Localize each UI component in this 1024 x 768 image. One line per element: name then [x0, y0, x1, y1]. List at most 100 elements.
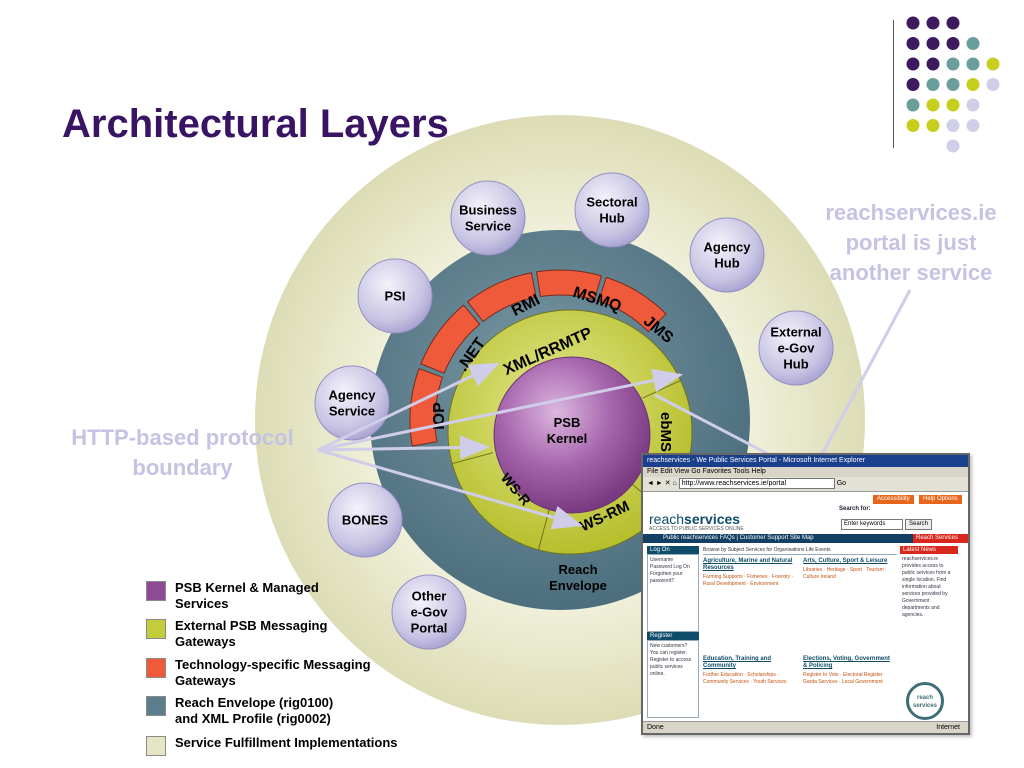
accessibility-button: Accessibility — [873, 495, 914, 504]
news-heading: Latest News — [900, 546, 958, 554]
help-options-button: Help Options — [919, 495, 962, 504]
search-input: Enter keywords — [841, 519, 903, 530]
decorative-dot — [906, 57, 920, 71]
decorative-dot — [926, 78, 940, 91]
service-bubble-psi-label: PSI — [385, 289, 406, 304]
protocol-arrow — [317, 368, 683, 452]
status-left: Done — [647, 724, 664, 731]
decorative-dot — [926, 98, 940, 112]
decorative-dot — [946, 78, 960, 91]
service-bubble-sectoral-hub — [574, 172, 650, 248]
legend-label: Service Fulfillment Implementations — [175, 735, 398, 750]
decorative-dot — [946, 119, 960, 132]
decorative-dot — [926, 57, 940, 71]
decorative-dot — [966, 57, 980, 71]
decorative-dot — [966, 37, 980, 50]
legend-swatch — [146, 619, 166, 639]
service-bubble-psi — [357, 258, 433, 334]
subject-col-1: Agriculture, Marine and Natural Resource… — [703, 558, 794, 587]
decorative-dot — [926, 16, 940, 30]
decorative-dot — [946, 98, 960, 112]
service-bubble-bones — [327, 482, 403, 558]
login-panel: Log On Username Password Log On Forgotte… — [647, 546, 699, 722]
go-button: Go — [836, 480, 847, 487]
callout-pointer — [816, 289, 912, 463]
decorative-dot — [946, 16, 960, 30]
decorative-dot — [966, 119, 980, 132]
browser-page: Accessibility Help Options reachservices… — [643, 492, 968, 722]
subject-columns: Browse by Subject Services for Organisat… — [703, 546, 897, 722]
register-heading: Register — [647, 632, 699, 640]
decorative-dot — [966, 78, 980, 91]
http-boundary-callout: HTTP-based protocol boundary — [71, 425, 294, 480]
legend-swatch — [146, 581, 166, 601]
service-bubble-agency-hub — [689, 217, 765, 293]
decorative-dot — [946, 37, 960, 50]
browser-screenshot: reachservices - We Public Services Porta… — [641, 453, 970, 735]
address-field: http://www.reachservices.ie/portal — [678, 477, 835, 489]
title-divider — [893, 20, 894, 148]
service-bubble-other-egov-portal — [391, 574, 467, 650]
decorative-dot-grid — [906, 16, 1000, 153]
decorative-dot — [906, 37, 920, 50]
browser-menu-bar: File Edit View Go Favorites Tools Help — [643, 467, 968, 477]
technology-segment — [597, 276, 667, 333]
site-tagline: ACCESS TO PUBLIC SERVICES ONLINE — [649, 526, 744, 532]
news-panel: Latest News reachservices.ie provides ac… — [900, 546, 958, 722]
decorative-dot — [946, 139, 960, 153]
back-icon: ◄ ► ✕ ⌂ — [647, 480, 677, 487]
decorative-dot — [966, 98, 980, 112]
search-label: Search for: — [839, 506, 871, 512]
decorative-dot — [906, 98, 920, 112]
decorative-dot — [986, 78, 1000, 91]
protocol-arrow — [317, 435, 490, 460]
protocol-arrows — [317, 362, 771, 530]
subject-tabs: Browse by Subject Services for Organisat… — [703, 546, 897, 555]
service-bubble-business-service — [450, 180, 526, 256]
service-bubble-agency-service — [314, 365, 390, 441]
browser-toolbar: ◄ ► ✕ ⌂ http://www.reachservices.ie/port… — [643, 477, 968, 492]
protocol-arrow — [317, 448, 583, 530]
status-bar: Done Internet — [643, 721, 968, 733]
search-button: Search — [905, 519, 933, 530]
status-right: Internet — [936, 724, 960, 731]
news-text: reachservices.ie provides access to publ… — [902, 556, 951, 618]
protocol-arrow — [317, 362, 500, 452]
site-logo: reachservices — [649, 511, 741, 527]
service-bubble-external-egov-hub — [758, 310, 834, 386]
decorative-dot — [906, 78, 920, 91]
login-heading: Log On — [647, 546, 699, 554]
site-nav-red: Reach Services — [913, 534, 968, 543]
decorative-dot — [926, 37, 940, 50]
decorative-dot — [926, 119, 940, 132]
technology-segment — [466, 272, 537, 323]
service-bubble-bones-label: BONES — [342, 513, 389, 528]
legend-swatch — [146, 658, 166, 678]
technology-segment — [535, 269, 602, 301]
browser-title-bar: reachservices - We Public Services Porta… — [643, 455, 968, 467]
legend-label: Reach Envelope (rig0100)and XML Profile … — [175, 695, 334, 726]
legend-swatch — [146, 696, 166, 716]
protocol-arrow — [654, 393, 771, 457]
gateway-label-ebms: ebMS — [657, 412, 674, 452]
decorative-dot — [986, 57, 1000, 71]
decorative-dot — [906, 16, 920, 30]
technology-segment — [420, 304, 481, 374]
decorative-dot — [906, 119, 920, 132]
slide-title: Architectural Layers — [62, 102, 449, 146]
site-nav: Public reachservices FAQs | Customer Sup… — [643, 534, 968, 543]
decorative-dot — [946, 57, 960, 71]
